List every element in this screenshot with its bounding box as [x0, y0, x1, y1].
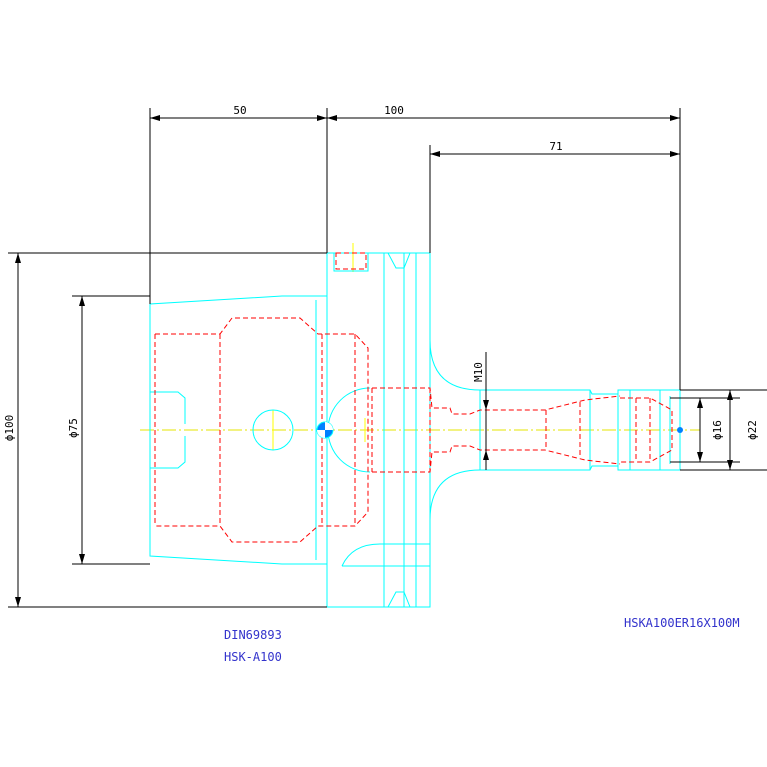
flange — [326, 252, 431, 608]
standard-note: DIN69893 — [224, 628, 282, 642]
dimension-dia-75: ϕ75 — [67, 418, 80, 438]
hidden-lines — [154, 252, 673, 543]
reference-marker-left — [316, 421, 334, 439]
dimension-71: 71 — [549, 140, 562, 153]
drive-slot-circle — [252, 409, 294, 451]
dimension-dia-100: ϕ100 — [3, 415, 16, 442]
tool-shank — [429, 339, 618, 521]
centerline — [140, 243, 700, 450]
hsk-taper-shank — [149, 295, 327, 565]
dimension-dia-16: ϕ16 — [711, 420, 724, 440]
reference-marker-right — [677, 427, 683, 433]
dimension-dia-22: ϕ22 — [746, 420, 759, 440]
dimension-100: 100 — [384, 104, 404, 117]
dimension-thread-m10: M10 — [472, 362, 485, 382]
interface-note: HSK-A100 — [224, 650, 282, 664]
part-number-note: HSKA100ER16X100M — [624, 616, 740, 630]
dimension-lines — [8, 108, 767, 608]
dimension-50: 50 — [233, 104, 246, 117]
